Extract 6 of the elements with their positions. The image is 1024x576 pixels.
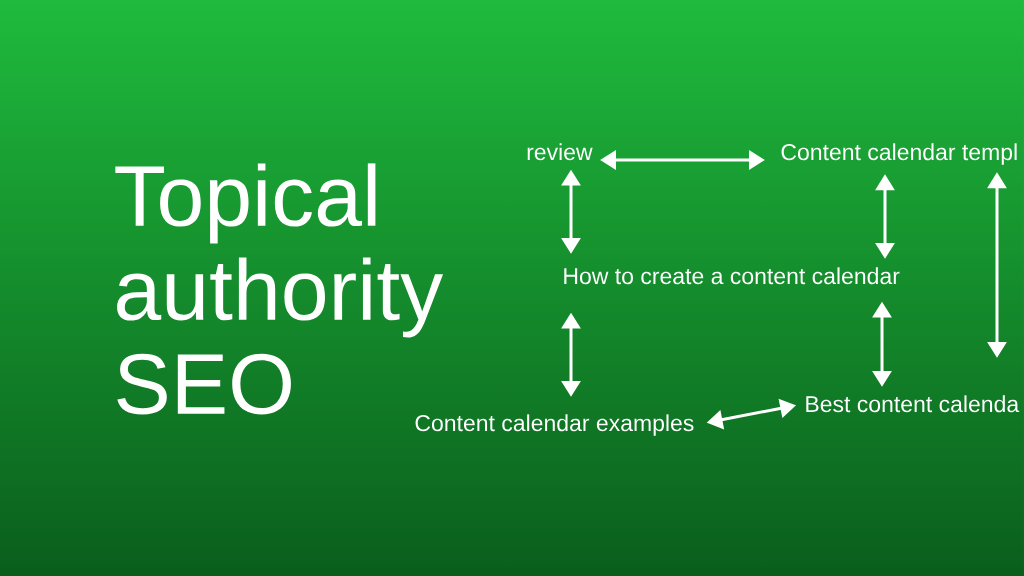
topic-label: Best content calenda [806, 395, 1020, 413]
topic-label: How to create a content calendar [564, 267, 900, 285]
topic-label: review [527, 143, 593, 161]
topic-label: Content calendar examples [415, 414, 694, 436]
title: Topical authority SEO [115, 163, 444, 415]
topic-label: Content calendar templ [781, 143, 1017, 165]
